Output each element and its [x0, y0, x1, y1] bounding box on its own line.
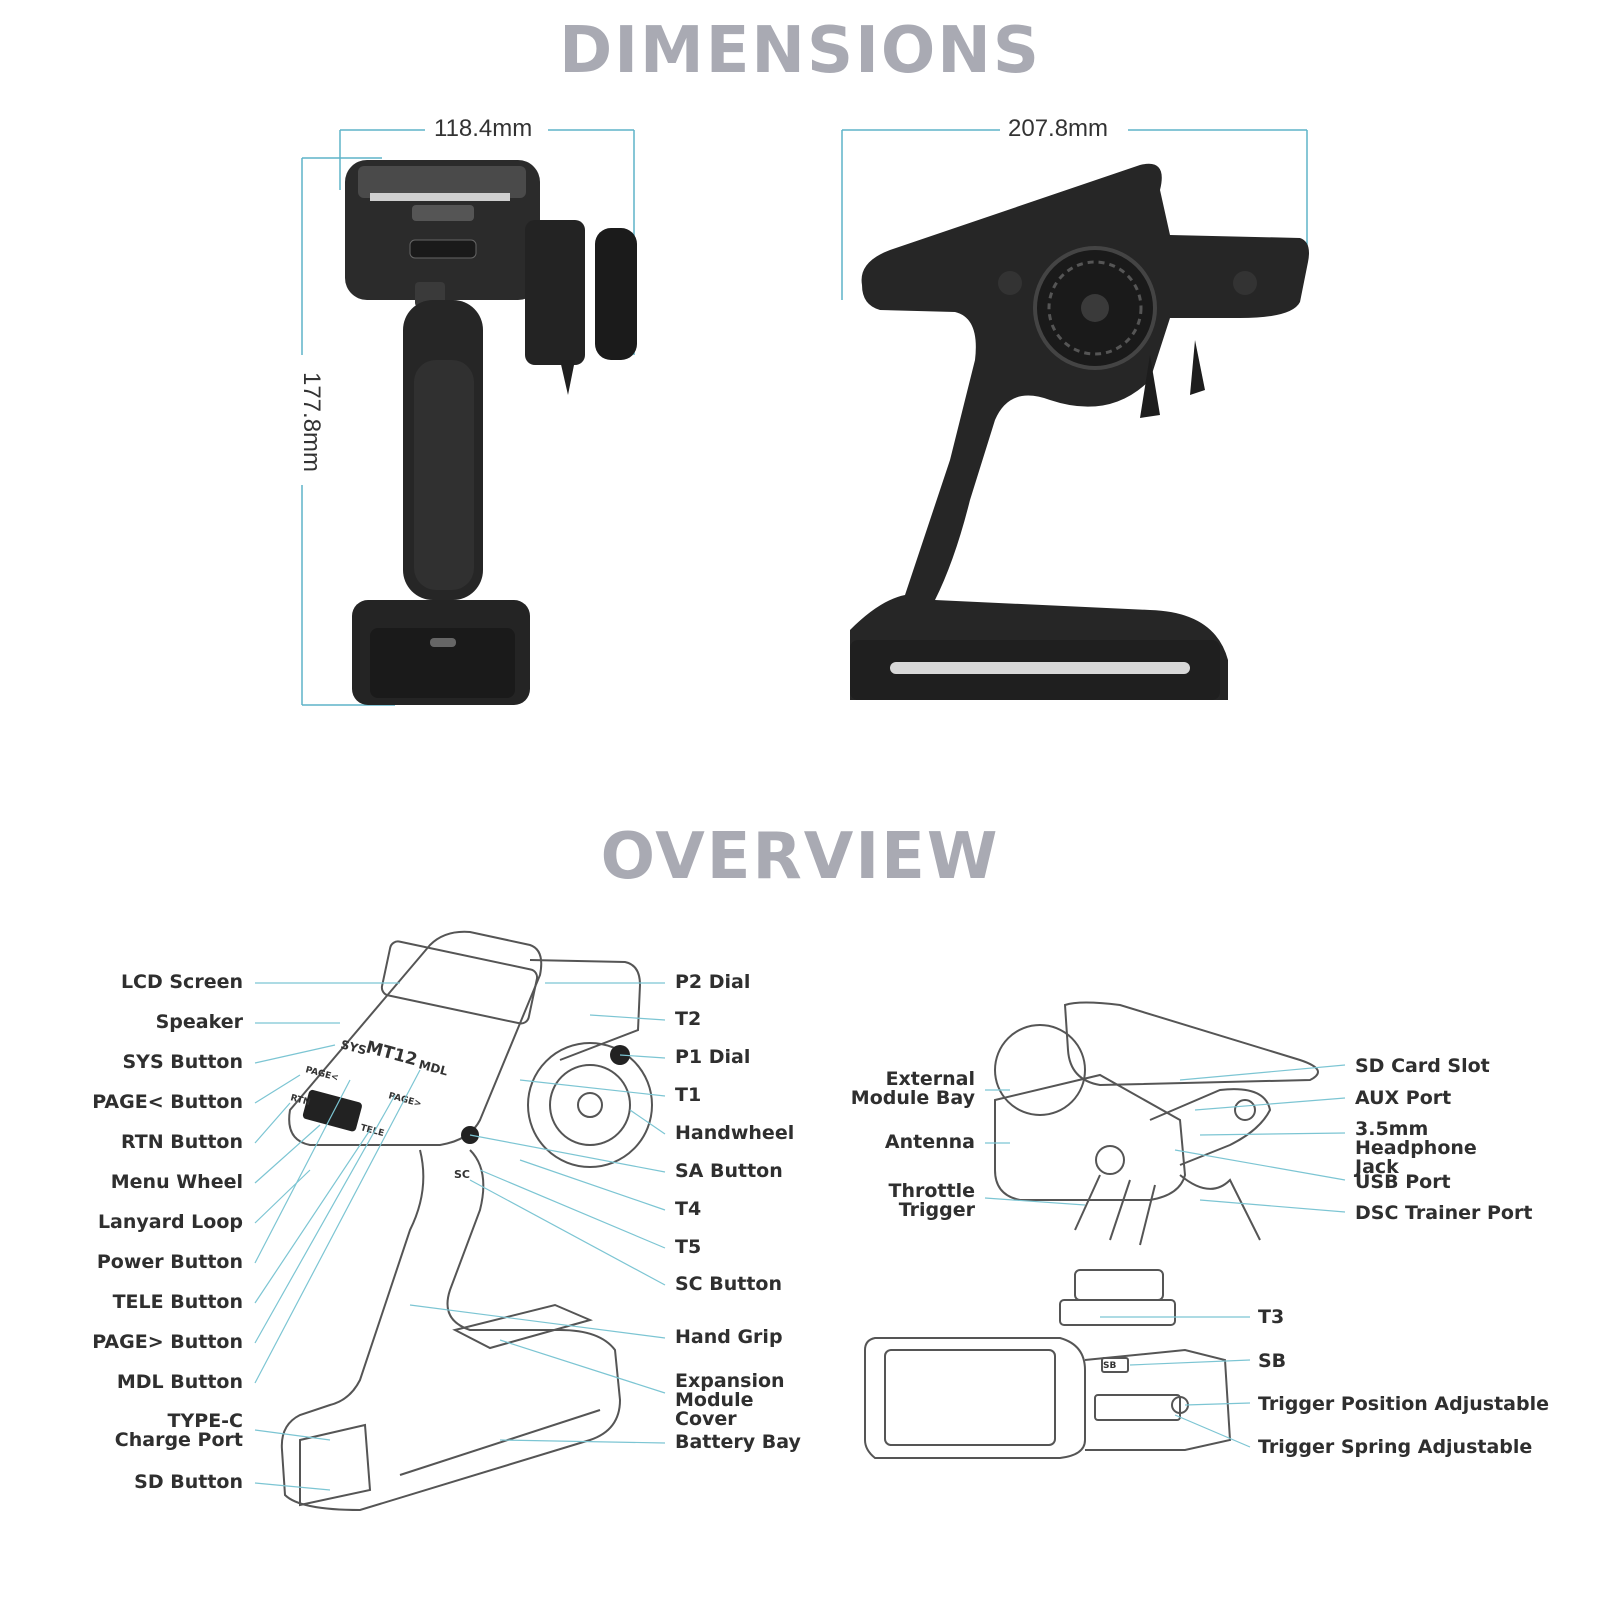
- overview-title: OVERVIEW: [600, 820, 1000, 894]
- label-speaker: Speaker: [155, 1011, 243, 1033]
- mdl-mark: MDL: [417, 1057, 450, 1078]
- transmitter-rear-outline: [994, 1001, 1319, 1246]
- label-antenna: Antenna: [884, 1131, 975, 1153]
- length-dimension-label: 207.8mm: [1002, 115, 1115, 143]
- label-dsc-trainer-port: DSC Trainer Port: [1355, 1202, 1533, 1224]
- label-sb: SB: [1258, 1350, 1287, 1372]
- label-p2-dial: P2 Dial: [675, 971, 751, 993]
- label-rtn-button: RTN Button: [120, 1131, 243, 1153]
- mt12-mark: MT12: [364, 1038, 420, 1071]
- label-t4: T4: [675, 1198, 702, 1220]
- label-aux-port: AUX Port: [1355, 1087, 1452, 1109]
- label-throttle-trigger: Throttle Trigger: [888, 1180, 975, 1221]
- label-trigger-position-adjustable: Trigger Position Adjustable: [1258, 1393, 1549, 1415]
- label-page-right-button: PAGE> Button: [92, 1331, 243, 1353]
- label-t1: T1: [675, 1084, 702, 1106]
- label-lanyard-loop: Lanyard Loop: [97, 1211, 243, 1233]
- transmitter-perspective-dark-parts: [302, 1045, 630, 1144]
- leader-lines-right-top: [984, 1064, 1346, 1213]
- label-sys-button: SYS Button: [122, 1051, 244, 1073]
- sys-mark: SYS: [339, 1037, 368, 1057]
- dimension-lines-side: [841, 129, 1308, 300]
- label-battery-bay: Battery Bay: [675, 1431, 801, 1453]
- label-sd-card-slot: SD Card Slot: [1355, 1055, 1490, 1077]
- label-menu-wheel: Menu Wheel: [110, 1171, 243, 1193]
- label-tele-button: TELE Button: [112, 1291, 243, 1313]
- label-page-left-button: PAGE< Button: [92, 1091, 243, 1113]
- leader-lines-left-diagram: [254, 982, 666, 1491]
- width-dimension-label: 118.4mm: [428, 115, 539, 143]
- label-t5: T5: [675, 1236, 702, 1258]
- leader-lines-right-bottom: [1100, 1316, 1251, 1448]
- transmitter-front-view: [345, 160, 637, 705]
- label-sc-button: SC Button: [675, 1273, 782, 1295]
- dimensions-illustration: [301, 129, 1309, 706]
- transmitter-perspective-outline: [280, 930, 653, 1512]
- label-external-module-bay: External Module Bay: [850, 1068, 975, 1109]
- sc-mark: SC: [454, 1168, 470, 1181]
- tele-mark: TELE: [359, 1123, 385, 1139]
- sb-mark: SB: [1103, 1361, 1116, 1371]
- label-type-c-charge-port: TYPE-C Charge Port: [114, 1410, 243, 1451]
- label-t2: T2: [675, 1008, 702, 1030]
- label-t3: T3: [1258, 1306, 1285, 1328]
- label-sa-button: SA Button: [675, 1160, 783, 1182]
- label-power-button: Power Button: [96, 1251, 243, 1273]
- page-left-mark: PAGE<: [304, 1065, 339, 1083]
- transmitter-side-view: [850, 163, 1309, 700]
- label-sd-button: SD Button: [134, 1471, 243, 1493]
- label-headphone-jack: 3.5mm Headphone Jack: [1355, 1118, 1477, 1178]
- label-expansion-module-cover: Expansion Module Cover: [675, 1370, 785, 1430]
- dimensions-title: DIMENSIONS: [559, 14, 1041, 88]
- label-mdl-button: MDL Button: [116, 1371, 243, 1393]
- label-hand-grip: Hand Grip: [675, 1326, 783, 1348]
- label-p1-dial: P1 Dial: [675, 1046, 751, 1068]
- label-lcd-screen: LCD Screen: [120, 971, 243, 993]
- label-usb-port: USB Port: [1355, 1171, 1451, 1193]
- transmitter-top-outline: [864, 1269, 1232, 1459]
- transmitter-panel-marks: SYS MT12 MDL PAGE< PAGE> RTN TELE SC SB: [289, 1037, 1116, 1371]
- label-handwheel: Handwheel: [675, 1122, 795, 1144]
- label-trigger-spring-adjustable: Trigger Spring Adjustable: [1258, 1436, 1533, 1458]
